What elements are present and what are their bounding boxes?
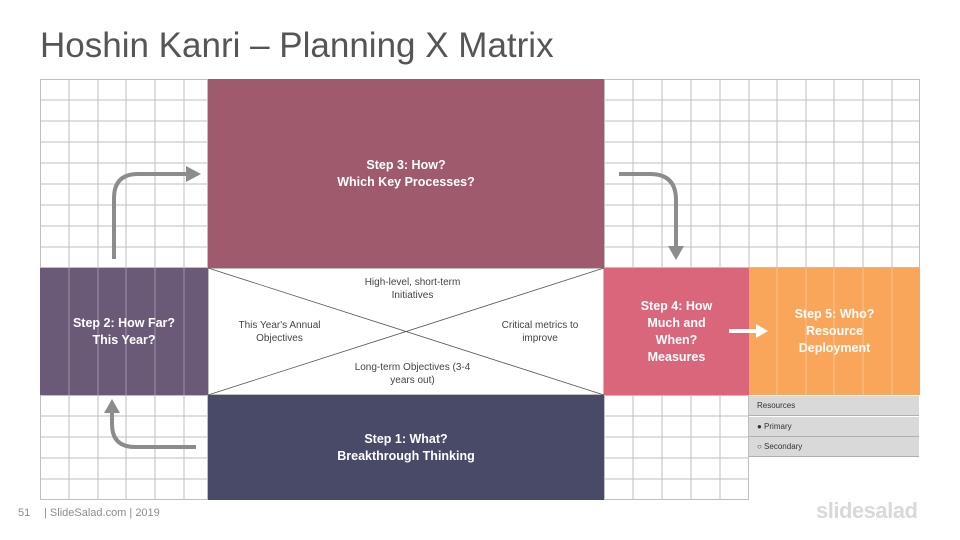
page-number: 51 (18, 507, 31, 519)
arrow-step4-to-step5-shaft (729, 329, 757, 333)
x-diagonal-2 (207, 267, 605, 396)
brand-logo: slidesalad (816, 498, 918, 523)
x-label-right: Critical metrics to improve (501, 320, 579, 344)
x-label-top: High-level, short-term Initiatives (364, 277, 461, 301)
arrow-step3-to-step4 (619, 172, 678, 248)
step3-block: Step 3: How? Which Key Processes? (208, 79, 604, 268)
resources-header: Resources (749, 396, 919, 416)
x-label-bottom: Long-term Objectives (3-4 years out) (354, 362, 471, 386)
grid-bottom-middle-right (604, 395, 749, 500)
step5-block: Step 5: Who? Resource Deployment (749, 268, 920, 395)
step2-block: Step 2: How Far? This Year? (40, 268, 208, 395)
arrow-step1-to-step2 (110, 412, 196, 449)
step4-block: Step 4: How Much and When? Measures (604, 268, 749, 395)
step1-block: Step 1: What? Breakthrough Thinking (208, 395, 604, 500)
arrow-step2-to-step3-head (186, 166, 201, 182)
page-title: Hoshin Kanri – Planning X Matrix (40, 26, 554, 65)
resources-primary: ● Primary (749, 417, 919, 437)
grid-top-right (604, 79, 920, 268)
grid-bottom-left (40, 395, 208, 500)
grid-top-left (40, 79, 208, 268)
arrow-step2-to-step3 (112, 172, 188, 259)
arrow-step4-to-step5-head (756, 324, 768, 338)
arrow-step3-to-step4-head (668, 246, 684, 260)
grid-x-box (208, 268, 604, 395)
x-label-left: This Year's Annual Objectives (238, 320, 321, 344)
arrow-step1-to-step2-head (104, 399, 120, 413)
resources-secondary: ○ Secondary (749, 437, 919, 457)
footer-source: | SlideSalad.com | 2019 (44, 507, 160, 519)
